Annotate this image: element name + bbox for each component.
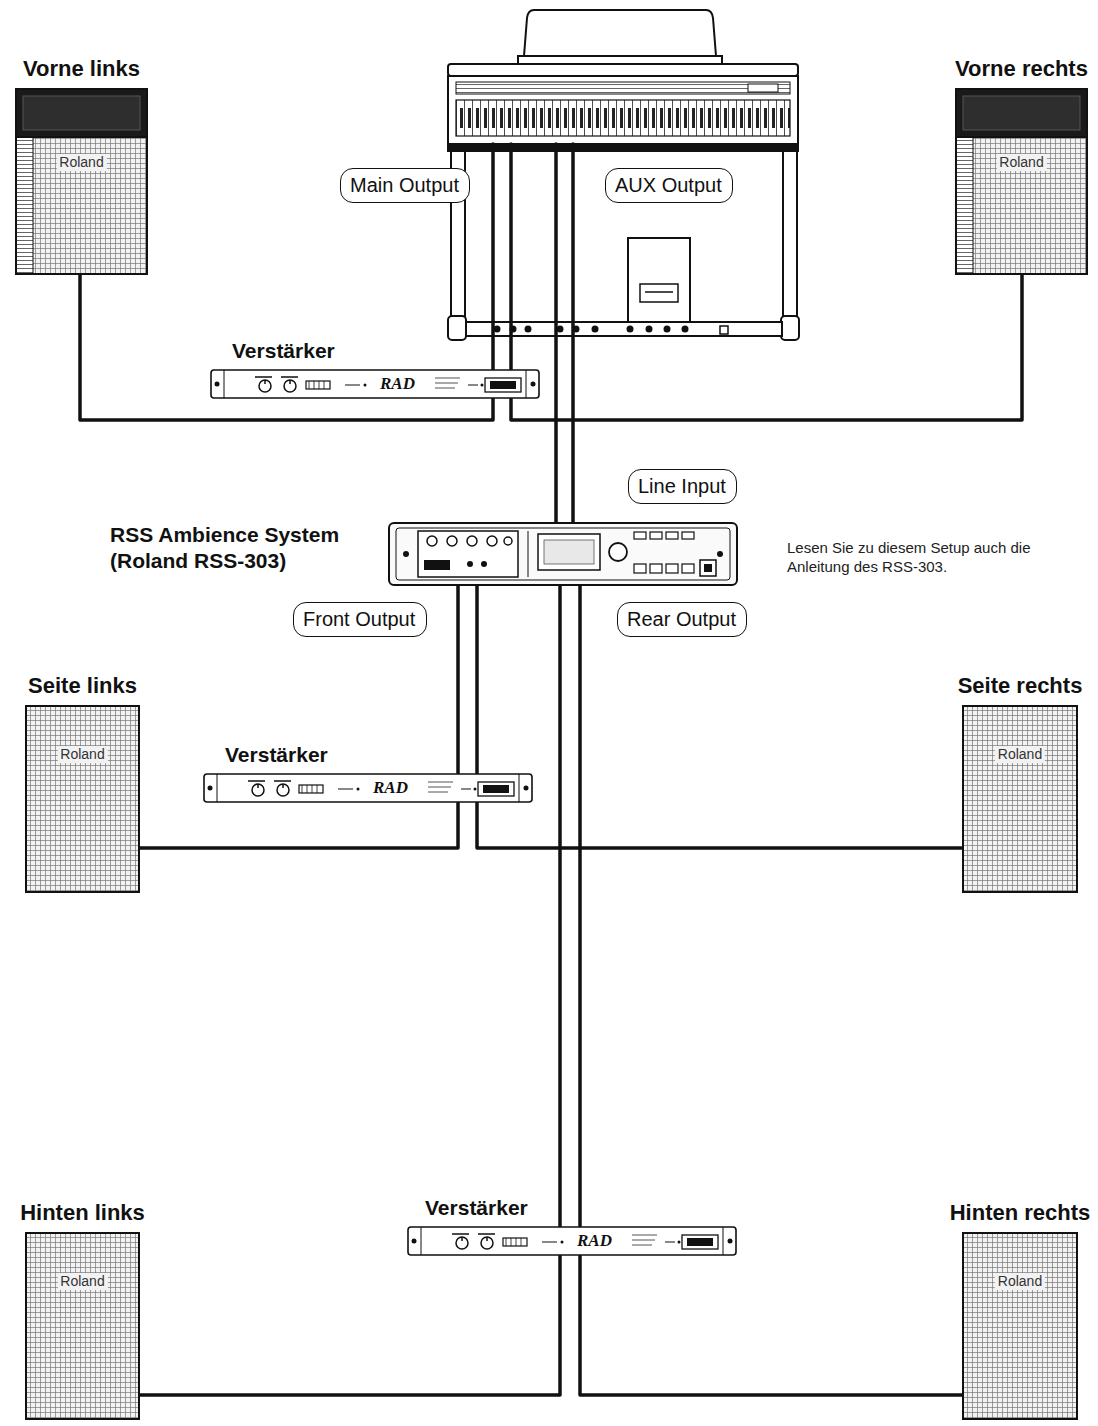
amplifier-brand: RAD [577, 1226, 612, 1256]
amplifier-brand: RAD [373, 773, 408, 803]
brand-logo: Roland [57, 746, 107, 763]
speaker-box: Vorne rechtsRoland [955, 88, 1088, 275]
speaker-grille [962, 705, 1078, 893]
speaker-grille [25, 1232, 140, 1420]
device-heading: RSS Ambience System (Roland RSS-303) [110, 522, 365, 574]
amplifier-front-panel [407, 1226, 737, 1256]
amplifier-front-panel [203, 773, 533, 803]
amplifier-box: VerstärkerRAD [407, 1226, 737, 1256]
ambience-processor-box: RSS Ambience System (Roland RSS-303) [388, 522, 738, 586]
speaker-cable [511, 275, 1022, 420]
amplifier-brand: RAD [380, 369, 415, 399]
ambience-processor-panel [388, 522, 738, 586]
speaker-grille [962, 1232, 1078, 1420]
speaker-position-label: Vorne rechts [955, 56, 1088, 82]
brand-logo: Roland [996, 154, 1046, 171]
speaker-cable [140, 1256, 560, 1395]
amplifier-heading: Verstärker [232, 338, 335, 363]
output-label-box: AUX Output [605, 168, 733, 203]
speaker-cable [580, 1256, 962, 1395]
output-label-box: Main Output [340, 168, 470, 203]
speaker-box: Hinten rechtsRoland [962, 1232, 1078, 1420]
speaker-position-label: Hinten rechts [950, 1200, 1091, 1226]
speaker-grille [25, 705, 140, 893]
speaker-box: Seite rechtsRoland [962, 705, 1078, 893]
amplifier-box: VerstärkerRAD [210, 369, 540, 399]
amplifier-heading: Verstärker [425, 1195, 528, 1220]
speaker-grille [955, 88, 1088, 275]
speaker-grille [15, 88, 148, 275]
organ-cables [493, 144, 573, 522]
setup-note: Lesen Sie zu diesem Setup auch die Anlei… [787, 538, 1037, 576]
speaker-cable [140, 803, 458, 848]
speaker-grille [25, 1232, 140, 1420]
speaker-position-label: Hinten links [20, 1200, 145, 1226]
speaker-box: Seite linksRoland [25, 705, 140, 893]
speaker-grille [15, 88, 148, 275]
output-label-box: Rear Output [617, 602, 747, 637]
output-label-box: Line Input [628, 469, 737, 504]
speaker-position-label: Seite links [28, 673, 137, 699]
amplifier-front-panel [210, 369, 540, 399]
speaker-cable [477, 803, 962, 848]
ambience-processor-panel [388, 522, 738, 586]
amplifier-front-panel [407, 1226, 737, 1256]
brand-logo: Roland [56, 154, 106, 171]
organ [448, 10, 799, 340]
output-label: AUX Output [615, 173, 723, 197]
brand-logo: Roland [995, 746, 1045, 763]
output-label-box: Front Output [293, 602, 427, 637]
output-label: Rear Output [627, 607, 737, 631]
amplifier-front-panel [203, 773, 533, 803]
amplifier-box: VerstärkerRAD [203, 773, 533, 803]
output-label: Line Input [638, 474, 727, 498]
speaker-cable [458, 586, 477, 773]
amplifier-heading: Verstärker [225, 742, 328, 767]
speaker-cable [560, 586, 580, 1226]
brand-logo: Roland [995, 1273, 1045, 1290]
output-label: Main Output [350, 173, 460, 197]
brand-logo: Roland [57, 1273, 107, 1290]
speaker-box: Hinten linksRoland [25, 1232, 140, 1420]
speaker-position-label: Vorne links [23, 56, 140, 82]
speaker-position-label: Seite rechts [958, 673, 1083, 699]
speaker-grille [962, 1232, 1078, 1420]
speaker-box: Vorne linksRoland [15, 88, 148, 275]
speaker-grille [962, 705, 1078, 893]
amplifier-front-panel [210, 369, 540, 399]
output-label: Front Output [303, 607, 417, 631]
speaker-grille [955, 88, 1088, 275]
speaker-grille [25, 705, 140, 893]
